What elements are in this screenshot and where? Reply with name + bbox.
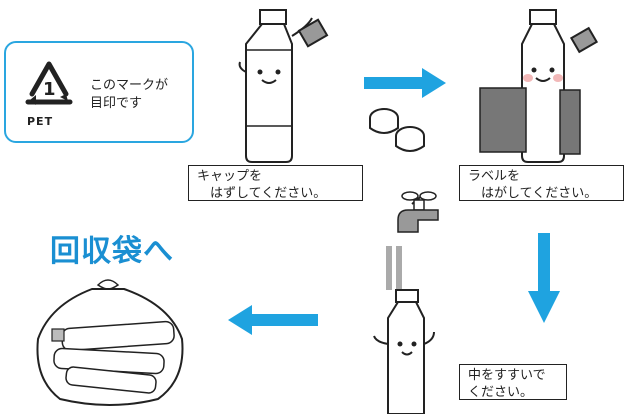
bottle-cap-illustration [238, 9, 329, 163]
caps-illustration [369, 108, 425, 152]
recycle-triangle-icon [25, 61, 73, 105]
collection-bag-illustration [36, 279, 184, 406]
collect-title: 回収袋へ [50, 234, 174, 269]
bottle-label-illustration [479, 9, 599, 163]
arrow-left-icon [228, 305, 318, 335]
bottle-rinse-illustration [373, 289, 435, 414]
faucet-illustration [386, 191, 439, 290]
arrow-down-icon [528, 233, 560, 323]
pet-caption-line1: このマークが [90, 78, 169, 93]
pet-caption-line2: 目印です [90, 96, 143, 111]
arrow-right-icon [364, 68, 446, 98]
pet-code: PET [27, 115, 54, 128]
pet-number: 1 [43, 79, 56, 100]
step-cap-note: キャップを はずしてください。 [188, 165, 363, 201]
step-rinse-note: 中をすすいで ください。 [459, 364, 567, 400]
pet-caption: このマークが 目印です [90, 77, 168, 113]
step-label-note: ラベルを はがしてください。 [459, 165, 624, 201]
